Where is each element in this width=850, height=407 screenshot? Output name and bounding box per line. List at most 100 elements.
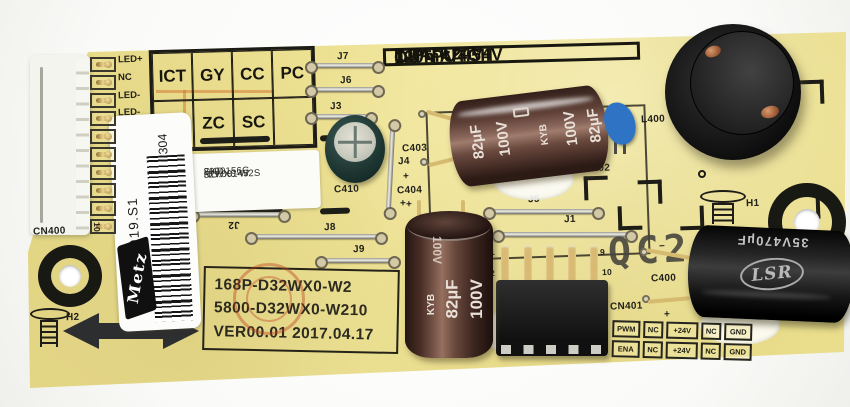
cap-voltage: 100V (560, 109, 582, 147)
table-cell: PWM (612, 320, 641, 338)
jumper-wire-j4 (385, 126, 396, 213)
cap-voltage: 100V (430, 235, 445, 265)
table-cell: NC (700, 342, 721, 361)
jumper-wire-j5 (483, 207, 605, 220)
pin-label-led-minus: LED- (117, 89, 141, 102)
polarity-plus: + (399, 197, 407, 210)
copper-wire (759, 103, 781, 121)
connector-cn400 (30, 55, 90, 235)
connector-pin (568, 245, 576, 281)
screw-shaft-icon-h1 (712, 203, 734, 224)
signal-pin-table: PWM NC +24V NC GND ENA NC +24V NC GND (611, 320, 753, 361)
ref-l400: L400 (640, 113, 666, 126)
mounting-hole (38, 245, 102, 307)
cap-value: 82µF (467, 123, 489, 160)
inductor-face (690, 31, 794, 135)
table-cell: SC (233, 97, 275, 147)
ref-c400: C400 (650, 272, 677, 285)
polarity-plus: + (405, 198, 413, 211)
copper-trace (156, 90, 274, 93)
table-cell: NC (643, 320, 664, 339)
lsr-logo-text: LSR (750, 262, 794, 286)
cap-value: 82µF (583, 107, 605, 144)
connector-fins (76, 59, 89, 231)
jumper-wire-j9 (315, 256, 401, 269)
cap-voltage: 100V (493, 120, 515, 158)
table-cell: NC (701, 322, 722, 341)
connector-cn401 (496, 280, 608, 356)
jumper-wire-j7 (305, 61, 385, 74)
connector-cn400-pads (90, 57, 118, 235)
screw-shaft-icon-h2 (40, 320, 58, 347)
cn400-pin10: 10 (91, 221, 103, 233)
metz-logo-text: Metz (123, 252, 151, 304)
capacitor-lead (461, 200, 465, 216)
solder-joint (420, 158, 428, 166)
silkscreen-bracket (637, 179, 663, 205)
screw-icon-h2 (30, 308, 70, 320)
silkscreen-dot (698, 170, 706, 178)
capacitor-kyb-82uf-bottom: 100V KYB 82µF 100V (405, 211, 493, 358)
info-sticker: 2090156G SKD 32WX0-W2S NO.00145 (187, 149, 321, 213)
polarity-plus: + (663, 308, 671, 321)
jumper-label-j1: J1 (563, 213, 576, 226)
capacitor-c410 (325, 115, 385, 183)
table-cell: GND (723, 343, 752, 361)
connector-pin (546, 245, 554, 281)
cn401-pin9: 9 (599, 246, 606, 258)
cap-voltage: 100V (466, 279, 486, 319)
cap-brand: KYB (537, 123, 552, 146)
solder-joint (418, 110, 426, 118)
pin-label-led-plus: LED+ (117, 53, 143, 66)
table-cell: +24V (665, 341, 698, 360)
jumper-label-j9: J9 (352, 243, 365, 256)
table-cell: ICT (151, 52, 194, 102)
pin-label-nc: NC (117, 71, 132, 84)
connector-pin (524, 245, 532, 281)
jumper-label-j4: J4 (397, 155, 410, 168)
version-line3: VER00.01 2017.04.17 (213, 322, 374, 344)
capacitor-lead (623, 142, 626, 154)
table-cell: GY (191, 51, 233, 101)
jumper-wire-j1 (492, 230, 638, 243)
pcb-board: LED+ NC LED- LED- ICT GY CC PC LH ZC SC … (28, 24, 850, 392)
jumper-wire-j6 (305, 85, 385, 98)
ref-h1: H1 (745, 197, 760, 210)
table-cell: CC (231, 49, 273, 99)
power-ratings-box: INPUT:24V 1.2A OUTPUT:54V 120mA/4CH (382, 41, 641, 67)
screw-icon-h1 (700, 190, 746, 203)
table-cell: ENA (611, 340, 640, 358)
polarity-stripe (512, 106, 530, 118)
silkscreen-bracket (583, 175, 609, 201)
jumper-wire-j8 (245, 232, 388, 245)
capacitor-35v470uf: 35V470µF LSR (686, 224, 850, 324)
capacitor-top-rim (407, 211, 491, 241)
table-cell: GND (724, 323, 753, 341)
table-cell: ZC (193, 99, 235, 149)
capacitor-lead (614, 140, 617, 154)
qc-red-stamp-inner (246, 276, 292, 322)
jumper-wire-j2 (187, 210, 291, 223)
silkscreen-bar (319, 207, 351, 215)
cn401-pin10: 10 (601, 266, 613, 278)
table-cell: +24V (666, 321, 699, 340)
output-value: 120mA/4CH (393, 44, 494, 67)
cap-brand: KYB (426, 293, 438, 316)
info-number: NO.00145 (203, 168, 249, 181)
copper-wire (703, 43, 723, 60)
connector-pin (501, 245, 509, 281)
silkscreen-bracket (799, 79, 825, 105)
ref-cn401: CN401 (609, 300, 643, 313)
cap-rating: 35V470µF (735, 232, 809, 251)
serial-sticker: 617LT0919.S1 2304 Metz (108, 112, 202, 332)
lsr-logo: LSR (738, 255, 806, 294)
capacitor-lead (647, 296, 691, 304)
ref-c410: C410 (333, 183, 360, 196)
cap-value: 82µF (442, 279, 462, 319)
polarity-plus: + (402, 170, 410, 183)
silkscreen-bracket (617, 205, 643, 231)
capacitor-lead (417, 200, 421, 216)
qc-red-stamp (233, 263, 305, 335)
connector-slot (40, 67, 43, 223)
